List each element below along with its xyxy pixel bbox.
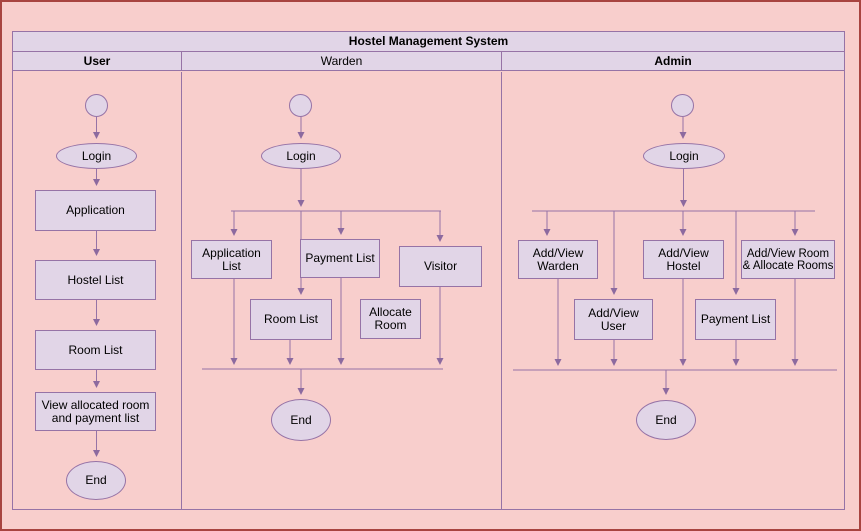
warden-application-list-node: Application List bbox=[191, 240, 272, 279]
warden-start-node bbox=[289, 94, 312, 117]
lane-body-admin bbox=[502, 72, 844, 509]
lane-header-user: User bbox=[13, 52, 182, 71]
lane-headers: User Warden Admin bbox=[13, 52, 844, 71]
admin-start-node bbox=[671, 94, 694, 117]
warden-visitor-node: Visitor bbox=[399, 246, 482, 287]
user-end-node: End bbox=[66, 461, 126, 500]
pool-hostel-management-system: Hostel Management System User Warden Adm… bbox=[12, 31, 845, 510]
admin-add-view-rooms-node: Add/View Room & Allocate Rooms bbox=[741, 240, 835, 279]
admin-payment-list-node: Payment List bbox=[695, 299, 776, 340]
warden-payment-list-node: Payment List bbox=[300, 239, 380, 278]
admin-add-view-user-node: Add/View User bbox=[574, 299, 653, 340]
user-start-node bbox=[85, 94, 108, 117]
lane-body-user bbox=[13, 72, 182, 509]
user-login-node: Login bbox=[56, 143, 137, 169]
lane-body-warden bbox=[182, 72, 502, 509]
admin-end-node: End bbox=[636, 400, 696, 440]
user-application-node: Application bbox=[35, 190, 156, 231]
lane-header-warden: Warden bbox=[182, 52, 502, 71]
warden-end-node: End bbox=[271, 399, 331, 441]
warden-login-node: Login bbox=[261, 143, 341, 169]
lane-header-admin: Admin bbox=[502, 52, 844, 71]
lane-bodies bbox=[13, 72, 844, 509]
user-room-list-node: Room List bbox=[35, 330, 156, 370]
user-view-allocated-node: View allocated room and payment list bbox=[35, 392, 156, 431]
admin-add-view-warden-node: Add/View Warden bbox=[518, 240, 598, 279]
admin-add-view-hostel-node: Add/View Hostel bbox=[643, 240, 724, 279]
warden-room-list-node: Room List bbox=[250, 299, 332, 340]
admin-login-node: Login bbox=[643, 143, 725, 169]
user-hostel-list-node: Hostel List bbox=[35, 260, 156, 300]
warden-allocate-room-node: Allocate Room bbox=[360, 299, 421, 339]
pool-title: Hostel Management System bbox=[13, 32, 844, 52]
